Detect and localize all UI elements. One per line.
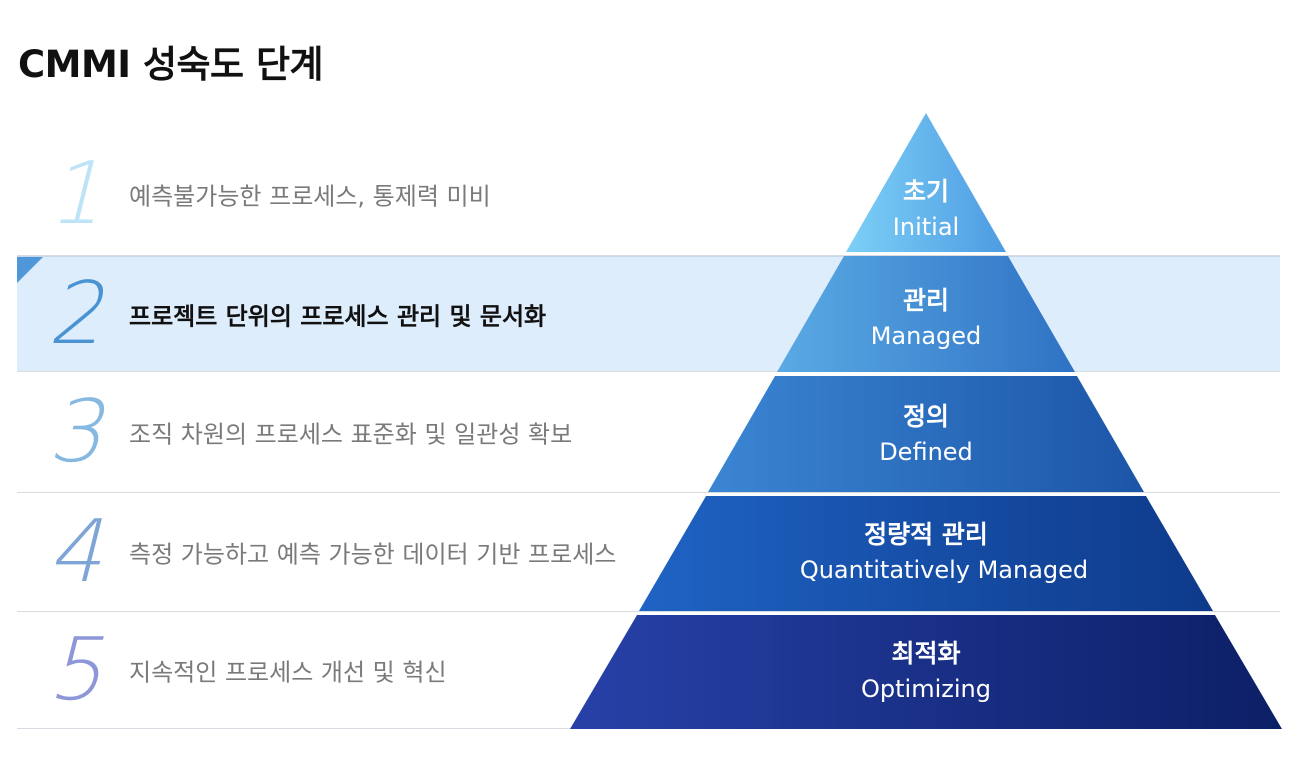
tier-label-ko: 초기 <box>903 177 949 206</box>
pyramid-tier-quantitative <box>639 496 1213 611</box>
tier-label-en: Optimizing <box>861 675 991 703</box>
pyramid-tier-managed <box>777 256 1075 372</box>
level-row-1: 1 예측불가능한 프로세스, 통제력 미비 <box>17 132 1280 256</box>
level-description: 조직 차원의 프로세스 표준화 및 일관성 확보 <box>129 420 573 449</box>
tier-label-en: Initial <box>893 213 959 241</box>
active-corner-marker <box>17 257 43 283</box>
level-row-2: 2 프로젝트 단위의 프로세스 관리 및 문서화 <box>17 256 1280 372</box>
level-row-3: 3 조직 차원의 프로세스 표준화 및 일관성 확보 <box>17 372 1280 493</box>
tier-label-en: Defined <box>879 438 973 466</box>
level-row-4: 4 측정 가능하고 예측 가능한 데이터 기반 프로세스 <box>17 493 1280 612</box>
tier-label-en: Quantitatively Managed <box>800 556 1088 584</box>
pyramid-tier-optimizing <box>570 615 1282 729</box>
page-title: CMMI 성숙도 단계 <box>18 43 324 86</box>
level-description: 예측불가능한 프로세스, 통제력 미비 <box>129 182 491 210</box>
tier-label-ko: 관리 <box>903 286 949 315</box>
level-description: 프로젝트 단위의 프로세스 관리 및 문서화 <box>129 302 547 331</box>
level-description: 지속적인 프로세스 개선 및 혁신 <box>129 658 447 687</box>
tier-label-en: Managed <box>871 322 982 350</box>
level-description: 측정 가능하고 예측 가능한 데이터 기반 프로세스 <box>129 540 617 569</box>
pyramid-tier-initial <box>846 113 1006 252</box>
tier-label-ko: 최적화 <box>891 639 960 668</box>
tier-label-ko: 정의 <box>903 402 949 431</box>
tier-label-ko: 정량적 관리 <box>864 520 988 549</box>
pyramid-tier-defined <box>708 376 1144 492</box>
